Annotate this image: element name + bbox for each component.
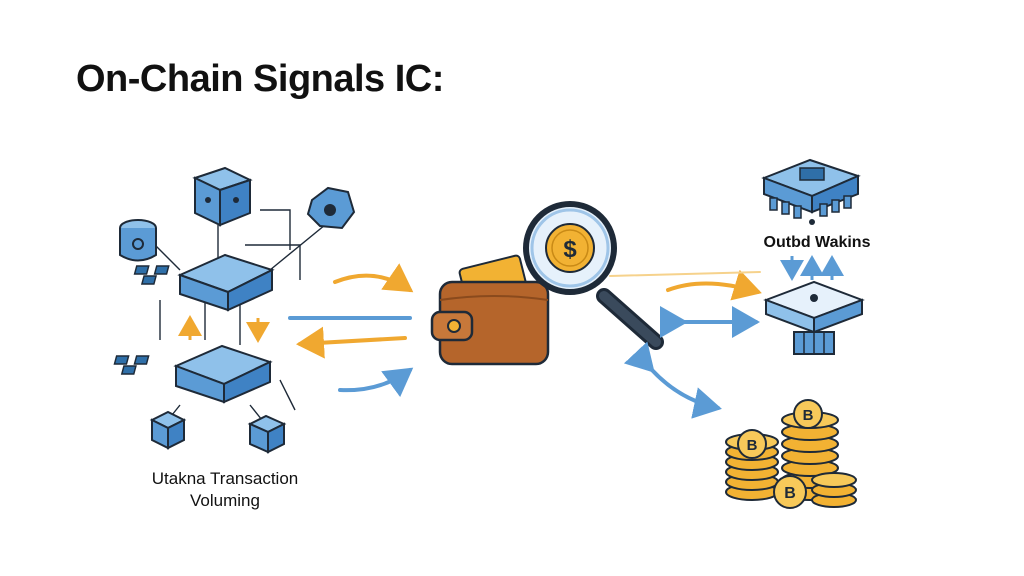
faint-orange-line bbox=[609, 271, 761, 277]
flow-arrows-left bbox=[288, 263, 414, 398]
coin-icon bbox=[773, 475, 807, 509]
coin-stacks-icon bbox=[725, 399, 857, 509]
blockchain-network-cluster bbox=[113, 166, 356, 454]
block-cube-icon bbox=[192, 166, 253, 227]
coin-symbol: B bbox=[747, 437, 758, 454]
flow-arrows-right bbox=[609, 269, 762, 419]
blue-flow-arrow bbox=[338, 367, 414, 398]
coin-icon bbox=[793, 399, 823, 429]
server-node-icon bbox=[763, 280, 865, 355]
orange-flow-arrow bbox=[333, 263, 414, 293]
orange-flow-arrow bbox=[666, 269, 762, 301]
transaction-volume-label-line2: Voluming bbox=[190, 491, 260, 510]
magnifying-glass-icon: $ bbox=[523, 201, 664, 350]
lower-server-block-icon bbox=[113, 344, 273, 404]
transaction-volume-label: Utakna Transaction Voluming bbox=[120, 468, 330, 512]
transaction-volume-label-line1: Utakna Transaction bbox=[151, 469, 299, 488]
wallet-icon bbox=[430, 254, 550, 366]
coin-symbol: $ bbox=[563, 236, 577, 263]
coin-symbol: B bbox=[784, 485, 796, 502]
coin-icon bbox=[737, 429, 767, 459]
network-connector-lines bbox=[149, 209, 326, 421]
chip-icon bbox=[761, 158, 861, 225]
hexagon-node-icon bbox=[306, 186, 356, 230]
upper-server-block-icon bbox=[133, 253, 275, 312]
coin-symbol: B bbox=[803, 407, 814, 424]
coin-stack-right bbox=[811, 472, 857, 508]
orange-return-arrow bbox=[296, 326, 407, 359]
small-node-icon bbox=[149, 410, 187, 450]
blue-curved-arrow bbox=[623, 341, 722, 419]
database-node-icon bbox=[119, 219, 157, 262]
small-node-icon bbox=[247, 414, 287, 454]
outbound-wallets-label: Outbd Wakins bbox=[763, 234, 871, 251]
page-title: On-Chain Signals IC: bbox=[76, 58, 444, 100]
